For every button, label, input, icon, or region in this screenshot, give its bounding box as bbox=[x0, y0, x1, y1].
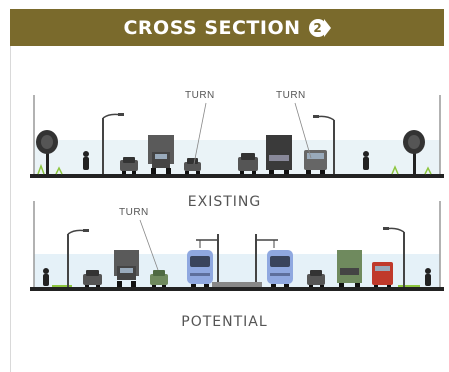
left-border bbox=[10, 46, 11, 372]
turn-pointer-line bbox=[294, 102, 312, 159]
turn-label: TURN bbox=[119, 207, 149, 218]
catenary-pole-icon bbox=[196, 234, 219, 283]
header-title: CROSS SECTION bbox=[123, 16, 301, 39]
tree-icon bbox=[403, 130, 425, 174]
turn-label: TURN bbox=[276, 90, 306, 101]
grass bbox=[37, 163, 432, 175]
potential-caption: POTENTIAL bbox=[181, 314, 268, 330]
section-number-badge: 2 bbox=[308, 18, 331, 37]
car-icon bbox=[83, 270, 102, 287]
truck-icon bbox=[148, 135, 174, 174]
potential-cross-section: TURN bbox=[30, 201, 444, 291]
delivery-truck-icon bbox=[372, 262, 393, 287]
section-number: 2 bbox=[308, 18, 327, 37]
existing-cross-section: TURN TURN bbox=[30, 90, 444, 178]
pedestrian-icon bbox=[425, 268, 431, 286]
car-icon bbox=[238, 153, 258, 174]
road-surface bbox=[30, 287, 444, 291]
turn-pointer-line bbox=[139, 219, 159, 271]
car-icon bbox=[307, 270, 325, 287]
bus-icon bbox=[266, 135, 292, 174]
street-light-icon bbox=[383, 227, 405, 287]
tree-icon bbox=[36, 130, 58, 174]
streetcar-icon bbox=[187, 250, 213, 287]
existing-caption: EXISTING bbox=[187, 194, 262, 210]
sky-tint bbox=[34, 140, 440, 174]
car-icon bbox=[184, 158, 201, 174]
catenary-pole-icon bbox=[255, 234, 278, 283]
median bbox=[212, 282, 262, 287]
road-surface bbox=[30, 174, 444, 178]
grass bbox=[52, 285, 72, 287]
street-light-icon bbox=[313, 115, 335, 174]
turn-label: TURN bbox=[185, 90, 215, 101]
grass bbox=[398, 285, 420, 287]
street-light-icon bbox=[67, 229, 89, 287]
section-header: CROSS SECTION 2 bbox=[10, 9, 444, 46]
truck-icon bbox=[114, 250, 139, 287]
car-icon bbox=[120, 157, 138, 174]
turn-pointer-line bbox=[193, 102, 207, 165]
arrow-right-icon bbox=[323, 18, 331, 37]
pedestrian-icon bbox=[363, 151, 369, 170]
pedestrian-icon bbox=[43, 268, 49, 286]
street-light-icon bbox=[102, 113, 124, 174]
pedestrian-icon bbox=[83, 151, 89, 170]
car-icon bbox=[150, 270, 168, 287]
truck-icon bbox=[337, 250, 362, 287]
streetcar-icon bbox=[267, 250, 293, 287]
